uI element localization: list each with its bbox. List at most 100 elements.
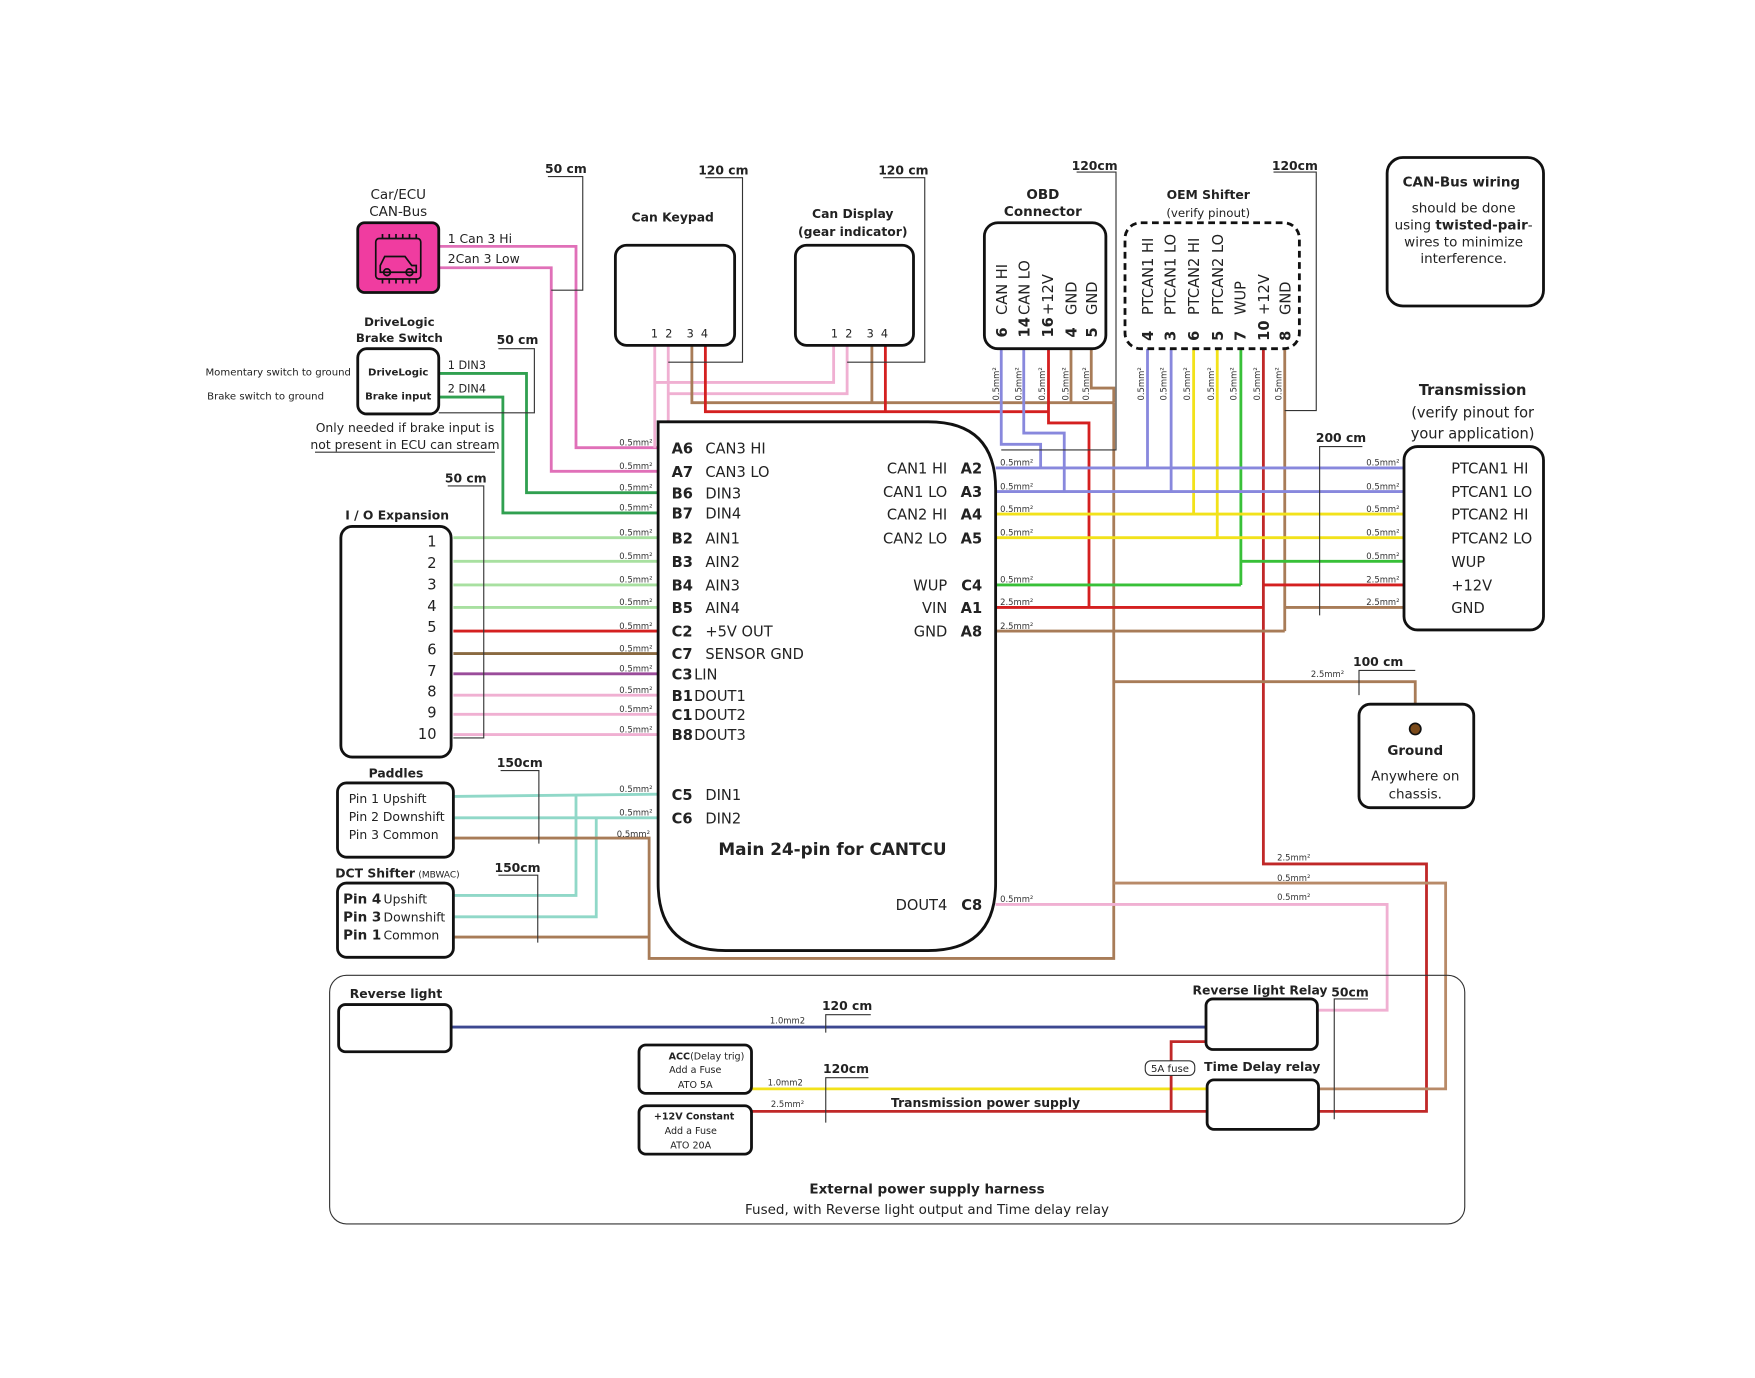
power-harness: Reverse light 1.0mm2 120 cm Reverse ligh… (329, 974, 1466, 1225)
oem-pin-number: 10 (1256, 321, 1273, 341)
acc-line1: ACC(Delay trig) (669, 1052, 745, 1063)
wire-gauge: 0.5mm² (1366, 458, 1399, 468)
wire-dct-up (453, 795, 578, 897)
canbus-note-line3: wires to minimize (1404, 234, 1523, 250)
wire-gauge: 0.5mm² (1277, 892, 1310, 902)
io-pin-number: 6 (427, 642, 436, 659)
cantcu-box (656, 420, 998, 952)
pin-label: DIN4 (705, 506, 741, 523)
transmission-pin-label: PTCAN1 HI (1451, 461, 1528, 478)
io-pin-number: 2 (427, 555, 436, 572)
canbus-note-line1: should be done (1412, 201, 1516, 217)
wire-obd-gnd2 (1089, 348, 1116, 403)
constant-line3: ATO 20A (670, 1141, 711, 1152)
dct-title: DCT Shifter(MBWAC) (335, 866, 459, 880)
pin-id: B3 (672, 554, 693, 571)
ecu-box (356, 221, 441, 294)
constant-gauge: 2.5mm² (771, 1099, 804, 1109)
obd-pin-label: GND (1064, 281, 1081, 314)
oem-title: OEM Shifter (1167, 188, 1251, 202)
canbus-note-line2: using twisted-pair- (1395, 217, 1533, 233)
wire-gauge: 0.5mm² (1366, 551, 1399, 561)
pin-id: B8 (672, 727, 693, 744)
acc-line2: Add a Fuse (669, 1065, 721, 1076)
pin-label: CAN1 LO (883, 484, 947, 501)
wire-gauge: 2.5mm² (1000, 597, 1033, 607)
pin-id: A5 (961, 530, 982, 547)
ecu-subtitle: CAN-Bus (369, 204, 427, 220)
pin-label: CAN2 LO (883, 530, 947, 547)
brake-switch-pin1: 1 DIN3 (448, 359, 486, 372)
pin-label: WUP (913, 578, 947, 595)
pin-label: DIN3 (705, 485, 741, 502)
common-gauge: 0.5mm² (617, 829, 650, 839)
brake-switch-subtitle: Brake Switch (356, 331, 443, 345)
pin-id: C3 (672, 666, 693, 683)
reverse-light-box (337, 1003, 453, 1054)
ground-point-icon (1408, 722, 1422, 736)
oem-pin-number: 7 (1232, 331, 1249, 341)
wire-din4 (438, 395, 659, 515)
wire-gauge: 0.5mm² (619, 808, 652, 818)
wire-gauge: 0.5mm² (1000, 575, 1033, 585)
wire-gauge: 0.5mm² (1159, 367, 1169, 400)
harness-frame (329, 974, 1466, 1225)
wire-relay-gnd (1113, 881, 1448, 1091)
time-delay-box (1205, 1078, 1320, 1131)
paddle-pin-label: Pin 3 Common (349, 828, 439, 842)
obd-pin-number: 6 (994, 327, 1011, 337)
io-title: I / O Expansion (345, 509, 449, 523)
wire-oem-12v (1261, 348, 1428, 1113)
wire-gauge: 0.5mm² (1000, 458, 1033, 468)
length-brackets (315, 171, 1416, 1123)
pin-id: B1 (672, 688, 693, 705)
pin-label: CAN3 HI (705, 440, 765, 457)
ground-box (1357, 702, 1476, 810)
oem-shifter: OEM Shifter (verify pinout) 120cm 4PTCAN… (1123, 159, 1318, 400)
reverse-relay-length: 50cm (1331, 986, 1368, 1000)
wire-gauge: 2.5mm² (1000, 621, 1033, 631)
wire-gauge: 0.5mm² (991, 367, 1001, 400)
wire-gauge: 2.5mm² (1366, 575, 1399, 585)
pin-label: LIN (694, 666, 717, 683)
ecu-pin2: 2Can 3 Low (448, 252, 520, 266)
wire-c8 (995, 903, 1389, 1012)
pin-label: VIN (922, 600, 947, 617)
transmission-pin-label: PTCAN1 LO (1451, 484, 1532, 501)
ground-title: Ground (1387, 743, 1443, 759)
wire-gauge: 2.5mm² (1366, 597, 1399, 607)
ground-gauge: 2.5mm² (1311, 669, 1344, 679)
wire-gauge: 0.5mm² (619, 664, 652, 674)
constant-line1: +12V Constant (654, 1111, 735, 1122)
transmission: Transmission (verify pinout for your app… (1316, 382, 1545, 632)
pin-id: A4 (961, 507, 982, 524)
io-pin-number: 4 (427, 598, 436, 615)
transmission-length: 200 cm (1316, 431, 1366, 445)
oem-pin-label: GND (1277, 281, 1294, 314)
reverse-light-title: Reverse light (350, 987, 443, 1001)
ecu-title: Car/ECU (370, 187, 426, 203)
wire-gauge: 0.5mm² (1366, 481, 1399, 491)
keypad-length: 120 cm (698, 163, 748, 177)
wire-can3-hi (438, 244, 659, 450)
pin-label: AIN2 (705, 554, 740, 571)
io-length: 50 cm (445, 472, 487, 486)
pin-id: C2 (672, 624, 693, 641)
can-display: Can Display (gear indicator) 1 2 3 4 120… (793, 163, 929, 347)
wire-display-can-lo (668, 345, 849, 396)
transmission-sub1: (verify pinout for (1411, 404, 1534, 421)
pin-label: CAN1 HI (887, 461, 947, 478)
ground-length: 100 cm (1353, 655, 1403, 669)
pin-id: A8 (961, 624, 982, 641)
time-delay-title: Time Delay relay (1204, 1060, 1320, 1074)
oem-subtitle: (verify pinout) (1166, 206, 1250, 220)
pin-id: C7 (672, 646, 693, 663)
pin-label: DIN2 (705, 810, 741, 827)
transmission-pin-label: PTCAN2 HI (1451, 507, 1528, 524)
wire-gauge: 0.5mm² (619, 461, 652, 471)
